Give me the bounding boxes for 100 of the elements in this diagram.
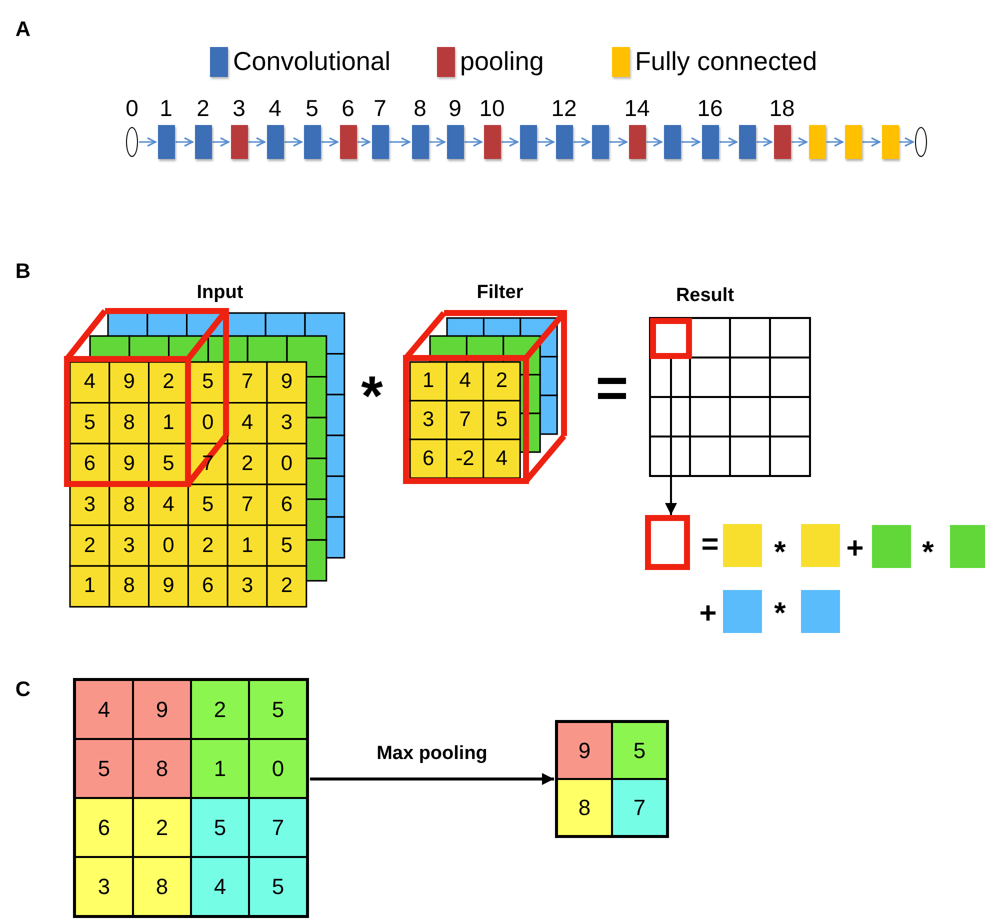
panel-letter: B: [14, 259, 32, 285]
operator-symbol: +: [845, 532, 865, 566]
layer-block: [484, 125, 500, 159]
arrow: [574, 137, 590, 147]
cell-value: 5: [162, 450, 176, 477]
layer-number: 10: [478, 94, 506, 122]
grid-cell: 5: [249, 680, 307, 739]
layer-number: 14: [623, 94, 651, 122]
arrow: [310, 773, 554, 785]
grid-cell: 8: [557, 779, 612, 836]
cell-value: 8: [122, 492, 136, 518]
arrow: [682, 137, 700, 147]
layer-number: 9: [448, 94, 462, 122]
cell-value: 8: [122, 573, 136, 600]
cell-value: 4: [240, 410, 254, 436]
panel-letter: A: [14, 17, 32, 43]
cell-value: 6: [280, 492, 294, 518]
layer-block: [304, 125, 320, 159]
layer-number: 5: [304, 94, 320, 122]
cell-value: 9: [162, 573, 176, 600]
arrow: [322, 137, 338, 147]
highlight-square: [650, 318, 692, 359]
cell-value: 9: [280, 369, 294, 396]
arrow: [390, 137, 410, 147]
cell-value: 3: [280, 410, 294, 436]
cell-value: 0: [201, 410, 215, 436]
layer-block: [446, 125, 464, 159]
layer-block: [882, 125, 898, 159]
ellipse-node: [915, 127, 927, 157]
grid-cell: 2: [191, 680, 249, 739]
ellipse-node: [126, 127, 138, 157]
cell-value: 1: [162, 410, 176, 436]
legend-label: Convolutional: [233, 45, 391, 77]
arrow: [139, 137, 156, 147]
highlight-square: [645, 515, 690, 570]
grid-cell: 0: [249, 739, 307, 798]
grid-cell: 9: [557, 722, 612, 779]
cell-value: 9: [122, 450, 136, 477]
grid-cell: 1: [191, 739, 249, 798]
grid-cell: 9: [133, 680, 191, 739]
grid-cell: 8: [133, 739, 191, 798]
cell-value: 1: [82, 573, 97, 600]
operator-symbol: *: [360, 370, 384, 420]
cell-value: 4: [162, 492, 176, 518]
arrow: [502, 137, 518, 147]
layer-block: [194, 125, 212, 159]
legend-label: pooling: [460, 45, 544, 77]
cell-value: 8: [122, 410, 136, 436]
cell-value: 0: [162, 532, 176, 559]
grid-cell: 6: [75, 798, 133, 857]
cell-value: 2: [82, 532, 97, 559]
arrow: [212, 137, 230, 147]
cell-value: 4: [458, 368, 472, 394]
layer-number: 2: [196, 94, 210, 122]
layer-block: [592, 125, 608, 159]
arrow: [862, 137, 880, 147]
layer-block: [340, 125, 356, 159]
cell-value: -2: [454, 446, 476, 472]
cell-value: 5: [494, 407, 509, 434]
layer-number: 4: [268, 94, 282, 122]
layer-number: 1: [158, 94, 174, 122]
cell-value: 5: [201, 369, 215, 396]
operator-symbol: =: [594, 362, 630, 412]
operator-symbol: *: [773, 597, 787, 631]
layer-block: [372, 125, 388, 159]
arrow: [284, 137, 302, 147]
cell-value: 1: [240, 532, 254, 559]
layer-block: [664, 125, 680, 159]
cell-value: 2: [201, 532, 215, 559]
panel-title: Input: [196, 281, 244, 305]
layer-number: 0: [124, 94, 140, 122]
grid-cell: 7: [612, 779, 667, 836]
layer-number: 16: [696, 94, 724, 122]
operator-symbol: =: [700, 528, 720, 562]
layer-block: [230, 125, 248, 159]
panel-title: Filter: [476, 281, 524, 305]
layer-number: 7: [372, 94, 388, 122]
cell-value: 2: [494, 368, 509, 394]
grid-cell: 5: [75, 739, 133, 798]
cell-value: 7: [240, 369, 254, 396]
cell-value: 6: [82, 450, 97, 477]
arrow: [248, 137, 266, 147]
layer-block: [738, 125, 756, 159]
cell-value: 0: [280, 450, 294, 477]
layer-number: 8: [412, 94, 428, 122]
arrow: [610, 137, 628, 147]
arrow: [665, 359, 677, 515]
cell-value: 9: [122, 369, 136, 396]
panel-letter: C: [14, 677, 32, 703]
cell-value: 4: [494, 446, 509, 472]
arrow: [900, 137, 914, 147]
layer-number: 12: [550, 94, 578, 122]
cell-value: 3: [422, 407, 436, 434]
cell-value: 6: [422, 446, 436, 472]
operator-symbol: +: [698, 597, 718, 631]
legend-label: Fully connected: [635, 45, 818, 77]
number-grid: [555, 720, 669, 838]
arrow: [792, 137, 808, 147]
layer-block: [774, 125, 790, 159]
arrow: [430, 137, 446, 147]
